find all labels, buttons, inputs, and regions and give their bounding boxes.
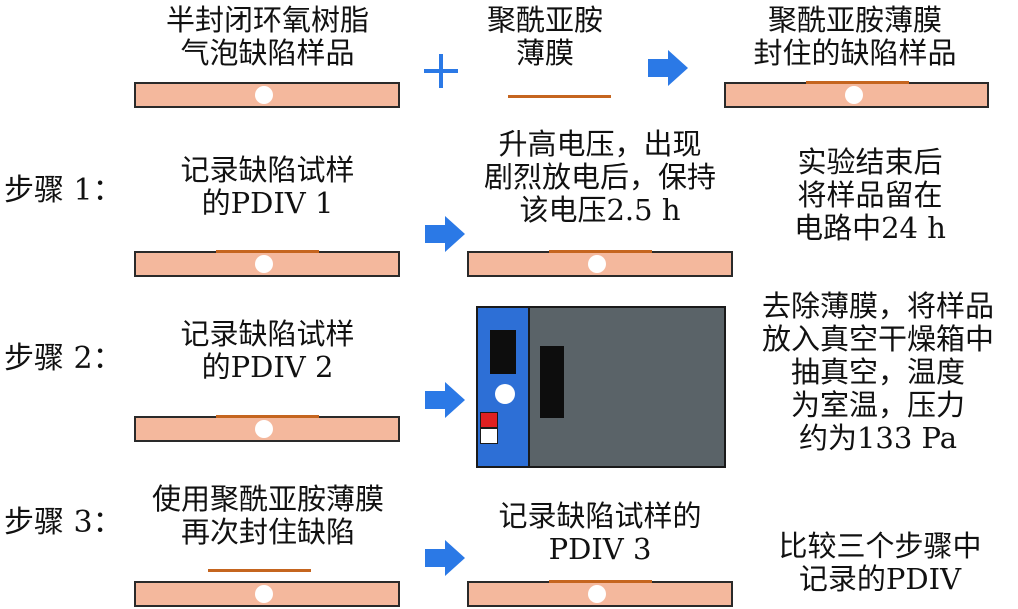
step2-title: 步骤 2：: [4, 341, 123, 376]
plus-icon: [424, 54, 458, 88]
step1-right-label: 实验结束后 将样品留在 电路中24 h: [794, 145, 946, 245]
step2-right-label: 去除薄膜，将样品 放入真空干燥箱中 抽真空，温度 为室温，压力 约为133 Pa: [761, 289, 994, 455]
right-arrow-icon: [648, 50, 688, 86]
bubble-defect: [588, 585, 606, 603]
step2-sample: [134, 415, 400, 442]
bubble-defect: [588, 255, 606, 273]
epoxy-sample-with-bubble: [134, 82, 400, 108]
bubble-defect: [255, 420, 273, 438]
step1-discharge-sample: [467, 250, 733, 277]
step3-sample: [134, 581, 400, 607]
step1-title: 步骤 1：: [4, 173, 123, 208]
bubble-defect: [255, 86, 273, 104]
sealed-sample-label: 聚酰亚胺薄膜 封住的缺陷样品: [753, 3, 957, 70]
right-arrow-icon: [425, 216, 465, 252]
sealed-sample: [724, 81, 989, 108]
oven-display: [490, 330, 516, 374]
sealing-film: [216, 415, 319, 418]
sealing-film: [549, 250, 652, 253]
step1-mid-label: 升高电压，出现 剧烈放电后，保持 该电压2.5 h: [483, 127, 716, 227]
sealing-film: [216, 250, 319, 253]
vacuum-oven-icon: [476, 306, 726, 468]
step2-left-label: 记录缺陷试样 的PDIV 2: [180, 317, 355, 384]
right-arrow-icon: [425, 540, 465, 576]
polyimide-film: [508, 95, 611, 98]
step3-mid-label: 记录缺陷试样的 PDIV 3: [498, 499, 702, 566]
right-arrow-icon: [425, 382, 465, 418]
step1-sample: [134, 250, 400, 277]
film-label: 聚酰亚胺 薄膜: [486, 3, 603, 70]
step3-resealed-sample: [467, 580, 733, 607]
step3-left-label: 使用聚酰亚胺薄膜 再次封住缺陷: [151, 482, 384, 549]
oven-window: [540, 346, 564, 418]
oven-white-button: [480, 428, 498, 444]
sealing-film: [806, 81, 909, 84]
bubble-defect: [255, 255, 273, 273]
step1-left-label: 记录缺陷试样 的PDIV 1: [180, 153, 355, 220]
bubble-defect: [845, 86, 863, 104]
oven-red-button: [480, 412, 498, 428]
bubble-defect: [255, 585, 273, 603]
sealing-film: [549, 580, 652, 583]
step3-title: 步骤 3：: [4, 505, 123, 540]
oven-control-panel: [478, 308, 530, 466]
oven-knob: [495, 384, 515, 404]
sample1-label: 半封闭环氧树脂 气泡缺陷样品: [165, 3, 369, 70]
polyimide-film: [208, 569, 311, 572]
step3-right-label: 比较三个步骤中 记录的PDIV: [778, 529, 982, 596]
